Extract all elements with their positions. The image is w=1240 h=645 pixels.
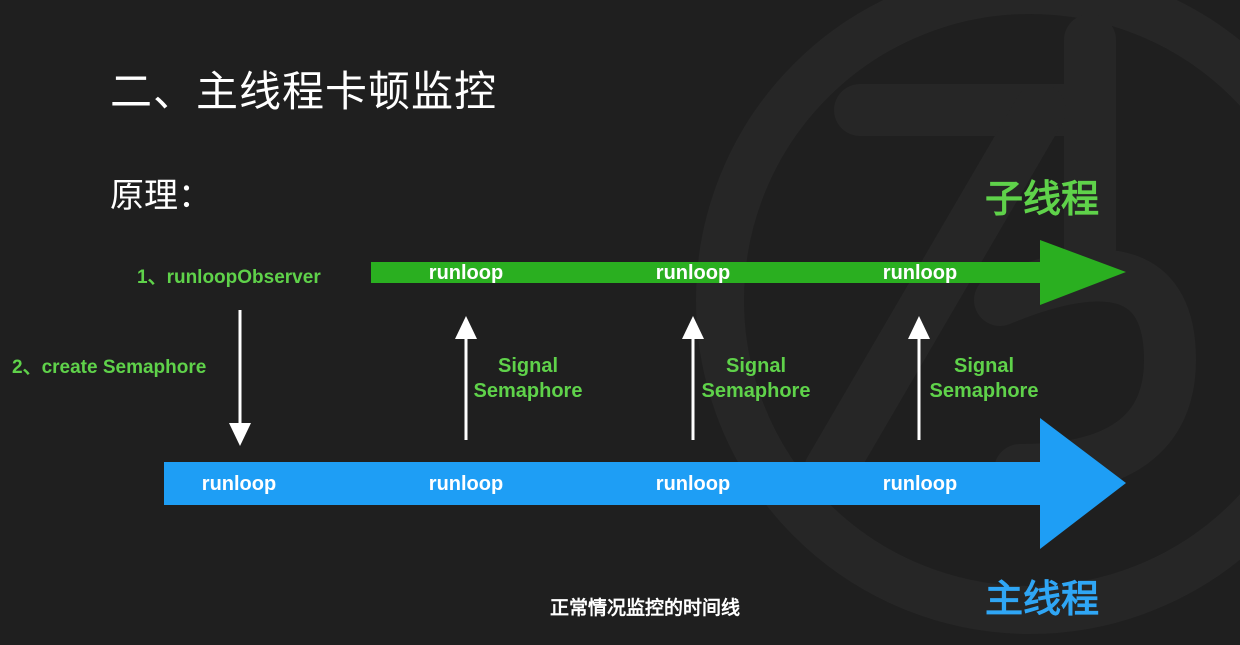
signal-semaphore-label: Signal Semaphore: [474, 354, 583, 404]
signal-label-line: Signal: [725, 355, 786, 377]
create-semaphore-arrow: [229, 310, 251, 446]
signal-label-line: Signal: [953, 355, 1014, 377]
main-runloop-label: runloop: [201, 473, 277, 495]
signal-arrow: [455, 316, 477, 440]
semaphore-label-line: Semaphore: [473, 380, 583, 402]
child-thread-label: 子线程: [985, 177, 1100, 221]
signal-arrow: [908, 316, 930, 440]
main-runloop-label: runloop: [428, 473, 504, 495]
step-create-semaphore: 2、create Semaphore: [12, 357, 207, 378]
semaphore-label-line: Semaphore: [929, 380, 1039, 402]
main-runloop-label: runloop: [655, 473, 731, 495]
semaphore-label-line: Semaphore: [701, 380, 811, 402]
signal-semaphore-label: Signal Semaphore: [930, 354, 1039, 404]
child-runloop-label: runloop: [655, 262, 731, 284]
signal-label-line: Signal: [497, 355, 558, 377]
child-thread-arrow: [371, 240, 1126, 305]
main-runloop-label: runloop: [882, 473, 958, 495]
step-runloop-observer: 1、runloopObserver: [137, 267, 321, 288]
signal-arrow: [682, 316, 704, 440]
main-thread-arrow: [164, 418, 1126, 549]
signal-semaphore-label: Signal Semaphore: [702, 354, 811, 404]
child-runloop-label: runloop: [882, 262, 958, 284]
child-runloop-label: runloop: [428, 262, 504, 284]
page-title: 二、主线程卡顿监控: [110, 67, 498, 116]
principle-heading: 原理：: [110, 176, 212, 216]
timeline-caption: 正常情况监控的时间线: [549, 597, 741, 619]
main-thread-label: 主线程: [985, 577, 1100, 621]
